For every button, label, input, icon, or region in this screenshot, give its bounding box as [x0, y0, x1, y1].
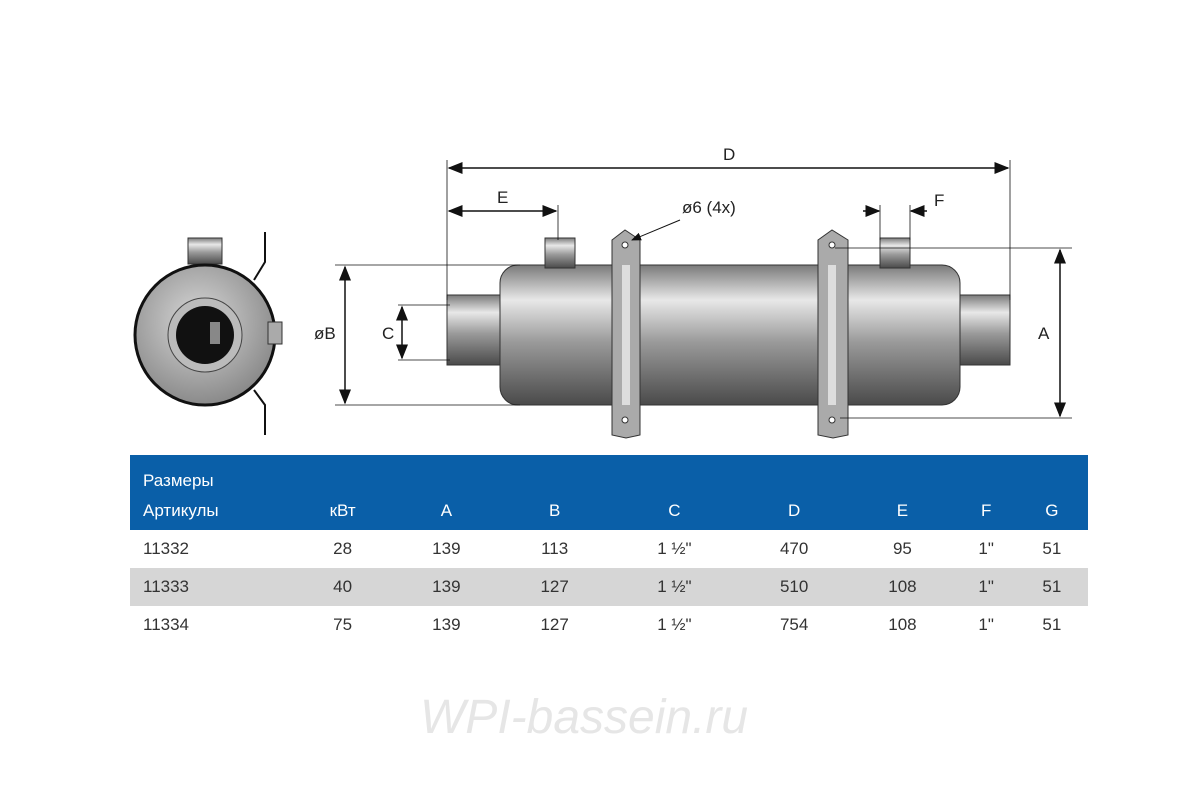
table-title-row: Размеры: [130, 455, 1088, 491]
cell: 1": [978, 615, 994, 634]
table-row: 11334 75 139 127 1 ½" 754 108 1" 51: [130, 606, 1088, 644]
cell: 11333: [130, 568, 293, 606]
cell: 11334: [143, 615, 190, 634]
dim-label-b: øB: [314, 324, 336, 343]
cell: 28: [333, 539, 353, 558]
col-header-e: E: [896, 500, 909, 520]
watermark: WPI-bassein.ru: [420, 691, 749, 744]
cell: 75: [333, 615, 353, 634]
cell: 139: [392, 568, 501, 606]
dim-label-f: F: [934, 191, 944, 210]
table-title: Размеры: [143, 471, 214, 490]
cell: 1": [956, 568, 1016, 606]
table-row: 11332 28 139 113 1 ½" 470 95 1" 51: [130, 530, 1088, 568]
cell: 1": [978, 539, 994, 558]
cell: 754: [779, 615, 809, 634]
cell: 108: [888, 615, 917, 634]
dim-label-d: D: [723, 145, 735, 164]
cell: 1 ½": [657, 615, 692, 634]
col-header-g: G: [1045, 500, 1059, 520]
cell: 51: [1042, 615, 1062, 634]
cell: 1 ½": [608, 568, 741, 606]
heat-exchanger-body: [446, 229, 1011, 439]
cell: 470: [779, 539, 809, 558]
col-header-a: A: [440, 500, 453, 520]
cell: 51: [1042, 539, 1062, 558]
dimension-lines: [335, 160, 1072, 419]
cell: 40: [293, 568, 393, 606]
cell: 139: [432, 539, 461, 558]
table-header-row: Артикулы кВт A B C D E F G: [130, 491, 1088, 530]
col-header-kw: кВт: [329, 500, 356, 520]
cell: 51: [1015, 568, 1088, 606]
cell: 127: [540, 615, 569, 634]
side-view: [133, 232, 283, 435]
cell: 113: [541, 539, 569, 558]
cell: 11332: [143, 539, 190, 558]
col-header-c: C: [668, 500, 681, 520]
heat-exchanger-drawing: D E ø6 (4x) F A øB C: [133, 145, 1072, 439]
cell: 127: [500, 568, 609, 606]
dim-label-a: A: [1038, 324, 1050, 343]
col-header-b: B: [548, 500, 561, 520]
col-header-article: Артикулы: [143, 500, 219, 520]
dim-label-e: E: [497, 188, 508, 207]
cell: 1 ½": [657, 539, 692, 558]
table-row: 11333 40 139 127 1 ½" 510 108 1" 51: [130, 568, 1088, 606]
col-header-d: D: [788, 500, 801, 520]
cell: 139: [432, 615, 461, 634]
cell: 108: [848, 568, 957, 606]
dimensions-table: Размеры Артикулы кВт A B C D E F G 11332…: [130, 455, 1088, 644]
cell: 510: [740, 568, 849, 606]
col-header-f: F: [980, 500, 992, 520]
dim-label-hole: ø6 (4x): [682, 198, 736, 217]
cell: 95: [892, 539, 912, 558]
dim-label-c: C: [382, 324, 394, 343]
